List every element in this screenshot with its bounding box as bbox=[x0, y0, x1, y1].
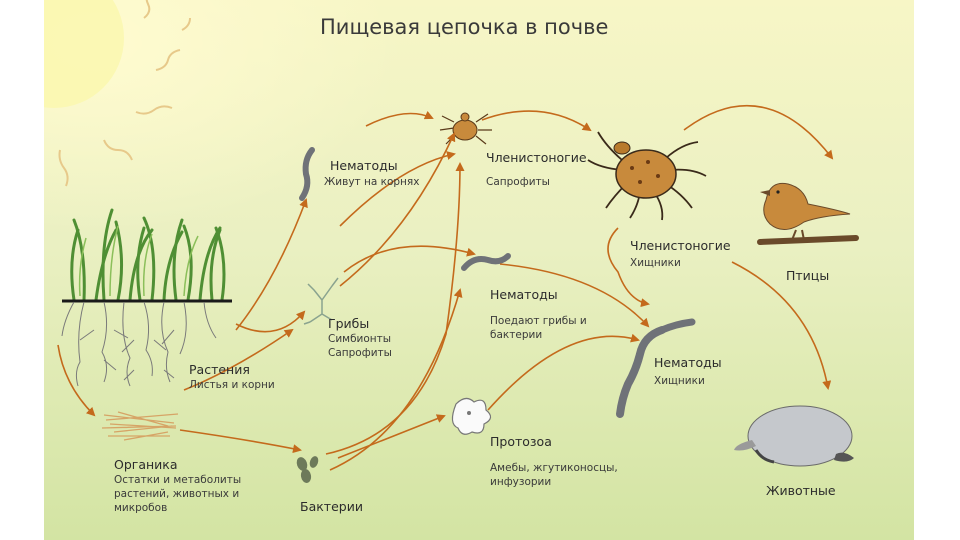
diagram-title: Пищевая цепочка в почве bbox=[320, 15, 609, 39]
nematodes-fungi-label: Нематоды bbox=[490, 287, 558, 302]
protozoa-sublabel: Амебы, жгутиконосцы, инфузории bbox=[490, 462, 618, 488]
arthropods-predators-label: Членистоногие bbox=[630, 238, 731, 253]
arthropods-saprophytes-sublabel: Сапрофиты bbox=[486, 176, 550, 188]
animals-label: Животные bbox=[766, 483, 836, 498]
plants-sublabel: Листья и корни bbox=[189, 379, 275, 391]
nematode-illustrations bbox=[299, 147, 696, 418]
plants-label: Растения bbox=[189, 362, 250, 377]
organics-label: Органика bbox=[114, 457, 178, 472]
bacteria-illustration bbox=[296, 456, 319, 483]
arthropod-illustration bbox=[587, 131, 707, 221]
food-web-arrows bbox=[57, 104, 834, 471]
nematodes-roots-label: Нематоды bbox=[330, 158, 398, 173]
bird-illustration bbox=[757, 182, 859, 245]
food-web-diagram: Пищевая цепочка в почве Растения Листья … bbox=[44, 0, 914, 540]
fungi-label: Грибы bbox=[328, 316, 370, 331]
sun-illustration bbox=[44, 0, 191, 187]
nematodes-predators-label: Нематоды bbox=[654, 355, 722, 370]
arthropods-predators-sublabel: Хищники bbox=[630, 257, 681, 269]
protozoa-label: Протозоа bbox=[490, 434, 552, 449]
nematodes-roots-sublabel: Живут на корнях bbox=[324, 176, 420, 188]
arthropods-saprophytes-label: Членистоногие bbox=[486, 150, 587, 165]
organic-litter-illustration bbox=[101, 411, 179, 441]
grass-illustration bbox=[61, 208, 232, 387]
fungi-illustration bbox=[303, 277, 339, 325]
fungi-sublabel: Симбионты Сапрофиты bbox=[328, 333, 392, 359]
bacteria-label: Бактерии bbox=[300, 499, 363, 514]
diagram-illustration bbox=[44, 0, 914, 540]
nematodes-predators-sublabel: Хищники bbox=[654, 375, 705, 387]
birds-label: Птицы bbox=[786, 268, 830, 283]
nematodes-fungi-sublabel: Поедают грибы и бактерии bbox=[490, 315, 587, 341]
mole-illustration bbox=[734, 405, 854, 467]
protozoa-illustration bbox=[451, 397, 492, 435]
organics-sublabel: Остатки и метаболиты растений, животных … bbox=[114, 474, 242, 514]
